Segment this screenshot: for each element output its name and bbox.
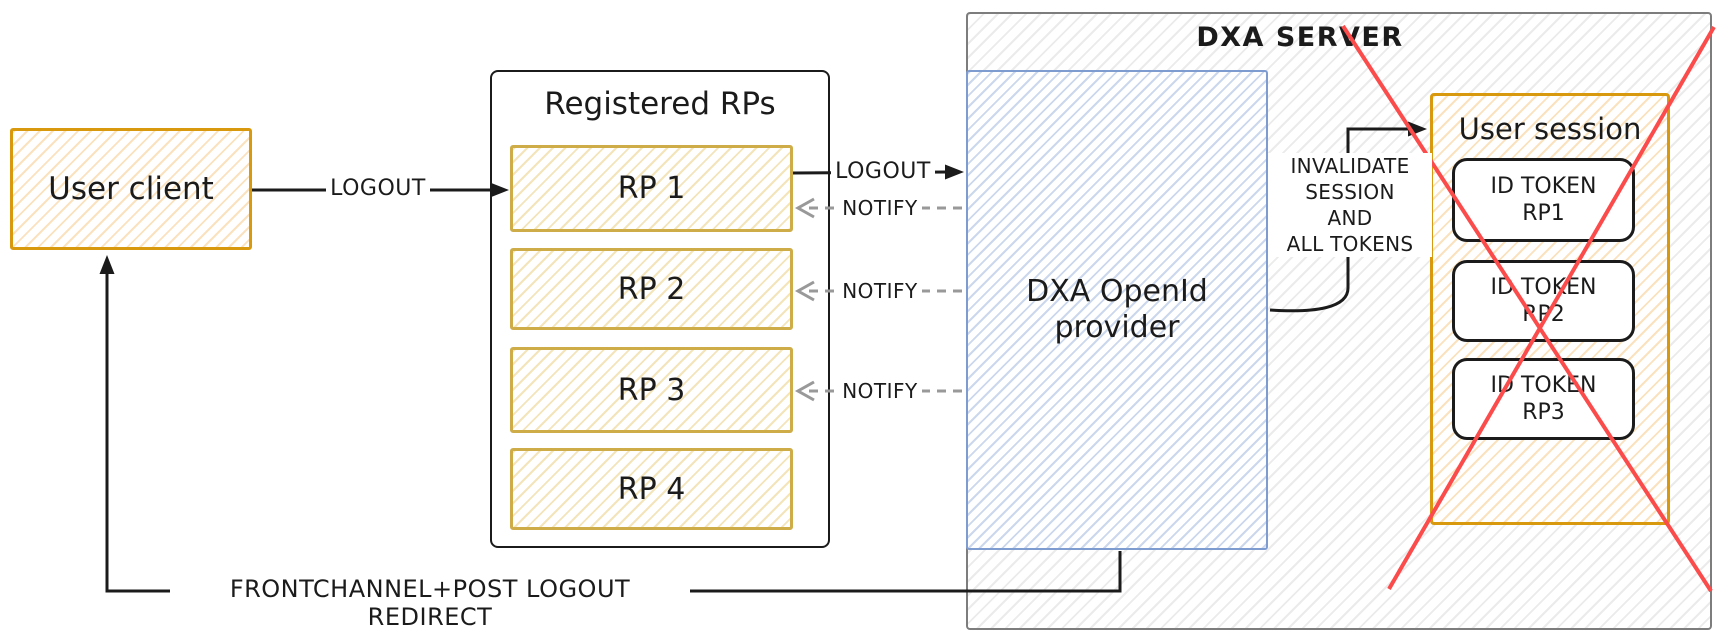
notify-rp2-label: NOTIFY	[838, 279, 922, 303]
invalidate-label-line2: SESSION	[1305, 180, 1395, 204]
invalidate-label-line4: ALL TOKENS	[1286, 232, 1414, 256]
id-token-rp2-box: ID TOKEN RP2	[1452, 260, 1635, 342]
notify-rp3-arrowhead	[794, 380, 815, 402]
invalidate-label-line1: INVALIDATE	[1290, 154, 1410, 178]
id-token-rp1-line1: ID TOKEN	[1490, 174, 1597, 199]
frontchannel-label: FRONTCHANNEL+POST LOGOUT REDIRECT	[170, 575, 690, 631]
registered-rps-title: Registered RPs	[544, 86, 776, 122]
session-cross-line-2	[1387, 25, 1716, 591]
id-token-rp3-line2: RP3	[1522, 400, 1565, 425]
dxa-server-title: DXA SERVER	[1196, 22, 1404, 53]
logout-rp-arrowhead	[945, 164, 964, 180]
invalidate-label-line3: AND	[1327, 206, 1373, 230]
id-token-rp1-line2: RP1	[1522, 201, 1565, 226]
logout-rp-label: LOGOUT	[831, 159, 935, 184]
logout-client-label: LOGOUT	[326, 176, 430, 201]
rp3-box: RP 3	[510, 347, 793, 433]
notify-rp2-arrowhead	[794, 280, 815, 302]
openid-provider-label-line2: provider	[1054, 310, 1180, 345]
invalidate-arrow-line	[1269, 127, 1410, 313]
user-client-box: User client	[10, 128, 252, 250]
frontchannel-arrowhead	[99, 255, 115, 274]
rp4-box: RP 4	[510, 448, 793, 530]
rp2-box: RP 2	[510, 248, 793, 330]
user-session-title: User session	[1458, 112, 1642, 146]
openid-provider-box: DXA OpenId provider	[966, 70, 1268, 550]
notify-rp1-label: NOTIFY	[838, 196, 922, 220]
invalidate-label: INVALIDATE SESSION AND ALL TOKENS	[1268, 153, 1432, 257]
notify-rp1-arrowhead	[794, 197, 815, 219]
session-cross-line-1	[1341, 24, 1713, 593]
id-token-rp1-box: ID TOKEN RP1	[1452, 158, 1635, 242]
openid-provider-label-line1: DXA OpenId	[1026, 274, 1208, 309]
frontchannel-arrow-line	[105, 263, 1122, 593]
logout-client-arrowhead	[490, 182, 509, 198]
rp1-box: RP 1	[510, 145, 793, 232]
notify-rp3-label: NOTIFY	[838, 379, 922, 403]
